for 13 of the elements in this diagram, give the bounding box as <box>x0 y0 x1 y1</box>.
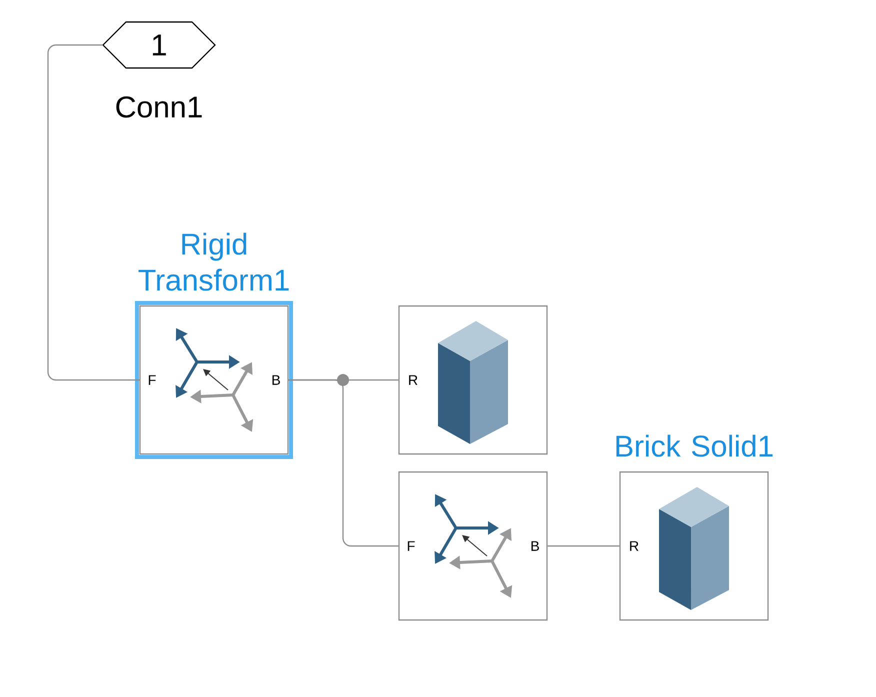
port-name: Conn1 <box>116 96 202 118</box>
port-label: B <box>531 541 539 551</box>
port-label: F <box>148 375 156 385</box>
connector-line <box>548 545 620 547</box>
block-title: Rigid Transform1 <box>138 232 289 291</box>
connector-line <box>47 44 140 381</box>
port-hexagon: 1 <box>102 21 216 69</box>
port-label: F <box>408 541 415 551</box>
port-label: R <box>630 541 638 551</box>
port-label: B <box>272 375 280 385</box>
port-label: R <box>409 375 418 385</box>
connector-line <box>288 379 398 547</box>
block-title: Brick Solid1 <box>616 434 773 457</box>
